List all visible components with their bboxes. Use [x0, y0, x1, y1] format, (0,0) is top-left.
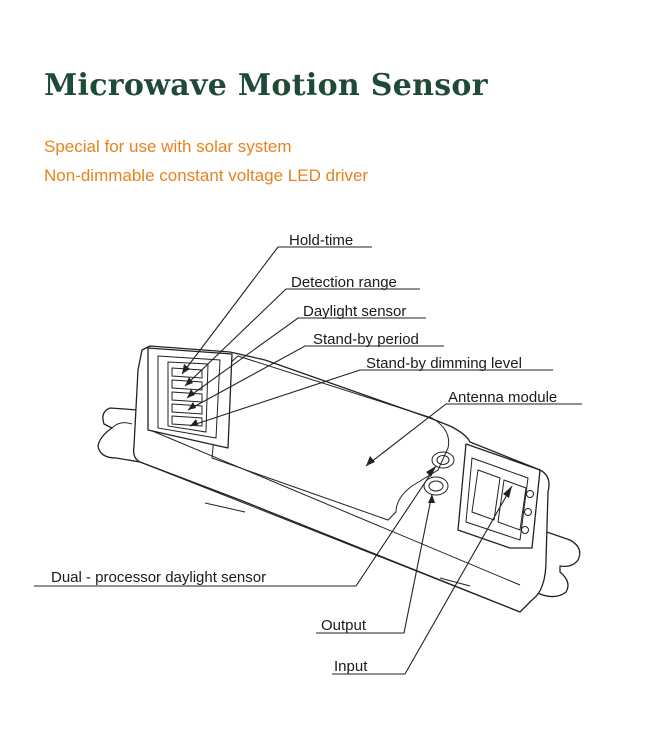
label-input: Input [334, 658, 368, 675]
label-dual-processor-daylight-sensor: Dual - processor daylight sensor [51, 569, 266, 586]
arrow-output [428, 494, 435, 503]
label-daylight-sensor: Daylight sensor [303, 303, 406, 320]
arrow-daylight-sensor [187, 389, 195, 398]
arrow-dual-processor [426, 466, 436, 477]
arrow-input [503, 486, 512, 498]
arrow-antenna-module [366, 456, 375, 466]
label-standby-dimming-level: Stand-by dimming level [366, 355, 522, 372]
arrow-detection-range [185, 377, 193, 386]
subtitle-line-2: Non-dimmable constant voltage LED driver [44, 166, 369, 185]
arrow-hold-time [182, 364, 190, 374]
arrow-standby-dimming [190, 419, 198, 426]
label-antenna-module: Antenna module [448, 389, 557, 406]
label-detection-range: Detection range [291, 274, 397, 291]
leader-lines [34, 246, 582, 675]
label-output: Output [321, 617, 367, 634]
subtitle-line-1: Special for use with solar system [44, 137, 292, 156]
label-standby-period: Stand-by period [313, 331, 419, 348]
arrow-standby-period [188, 402, 196, 410]
label-hold-time: Hold-time [289, 232, 353, 249]
arrowheads [182, 364, 512, 503]
page-title: Microwave Motion Sensor [44, 68, 488, 103]
device-drawing [97, 345, 581, 613]
